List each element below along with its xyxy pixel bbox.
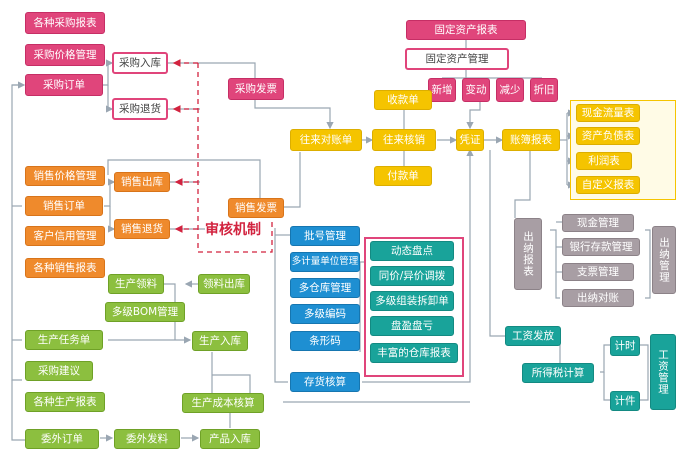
cashier-reports[interactable]: 出纳报表 [514,218,542,290]
sales-return[interactable]: 销售退货 [114,219,170,239]
cashier-manage[interactable]: 出纳管理 [652,226,676,294]
purchase-return[interactable]: 采购退货 [112,98,168,120]
time-based[interactable]: 计时 [610,336,640,356]
ar-ap-writeoff[interactable]: 往来核销 [372,129,436,151]
sales-order[interactable]: 销售订单 [25,196,103,216]
cashier-reconcile[interactable]: 出纳对账 [562,289,634,307]
bank-deposit-manage[interactable]: 银行存款管理 [562,238,640,256]
custom-report[interactable]: 自定义报表 [576,176,640,194]
cash-manage[interactable]: 现金管理 [562,214,634,232]
income-tax-calc[interactable]: 所得税计算 [522,363,594,383]
sales-outbound[interactable]: 销售出库 [114,172,170,192]
fixed-asset-depreciation[interactable]: 折旧 [530,78,558,102]
bom-manage[interactable]: 多级BOM管理 [105,302,185,322]
purchase-inbound[interactable]: 采购入库 [112,52,168,74]
outsource-material[interactable]: 委外发料 [114,429,180,449]
fixed-asset-reports[interactable]: 固定资产报表 [406,20,526,40]
receipt-voucher[interactable]: 收款单 [374,90,432,110]
audit-mechanism-label: 审核机制 [205,222,261,238]
fixed-asset-change[interactable]: 变动 [462,78,490,102]
production-inbound[interactable]: 生产入库 [192,331,248,351]
warehouse-reports[interactable]: 丰富的仓库报表 [370,343,458,363]
production-material[interactable]: 生产领料 [108,274,164,294]
product-inbound[interactable]: 产品入库 [200,429,260,449]
check-manage[interactable]: 支票管理 [562,263,634,281]
production-task[interactable]: 生产任务单 [25,330,103,350]
fixed-asset-add[interactable]: 新增 [428,78,456,102]
dynamic-stocktake[interactable]: 动态盘点 [370,241,454,261]
books-reports[interactable]: 账簿报表 [502,129,560,151]
salary-payment[interactable]: 工资发放 [505,326,561,346]
purchase-order[interactable]: 采购订单 [25,74,103,96]
sales-invoice[interactable]: 销售发票 [228,198,284,218]
purchase-price-manage[interactable]: 采购价格管理 [25,44,105,66]
production-cost[interactable]: 生产成本核算 [182,393,264,413]
customer-credit[interactable]: 客户信用管理 [25,226,105,246]
purchase-invoice[interactable]: 采购发票 [228,78,284,100]
batch-manage[interactable]: 批号管理 [290,226,360,246]
fixed-asset-reduce[interactable]: 减少 [496,78,524,102]
barcode[interactable]: 条形码 [290,331,360,351]
outsource-order[interactable]: 委外订单 [25,429,99,449]
inventory-accounting[interactable]: 存货核算 [290,372,360,392]
fixed-asset-manage[interactable]: 固定资产管理 [405,48,509,70]
reconciliation-statement[interactable]: 往来对账单 [290,129,362,151]
material-outbound[interactable]: 领料出库 [198,274,250,294]
multi-level-code[interactable]: 多级编码 [290,304,360,324]
purchase-reports[interactable]: 各种采购报表 [25,12,105,34]
production-reports[interactable]: 各种生产报表 [25,392,105,412]
salary-manage[interactable]: 工资管理 [650,334,676,410]
voucher[interactable]: 凭证 [456,129,484,151]
inventory-gain-loss[interactable]: 盘盈盘亏 [370,316,454,336]
sales-reports[interactable]: 各种销售报表 [25,258,105,278]
payment-voucher[interactable]: 付款单 [374,166,432,186]
piece-based[interactable]: 计件 [610,391,640,411]
multi-unit-manage[interactable]: 多计量单位管理 [290,252,360,272]
transfer[interactable]: 同价/异价调拨 [370,266,454,286]
assembly-disassembly[interactable]: 多级组装拆卸单 [370,291,454,311]
sales-price-manage[interactable]: 销售价格管理 [25,166,105,186]
cash-flow-report[interactable]: 现金流量表 [576,104,640,122]
multi-warehouse-manage[interactable]: 多仓库管理 [290,278,360,298]
purchase-suggestion[interactable]: 采购建议 [25,361,93,381]
balance-sheet[interactable]: 资产负债表 [576,127,640,145]
income-statement[interactable]: 利润表 [576,152,632,170]
